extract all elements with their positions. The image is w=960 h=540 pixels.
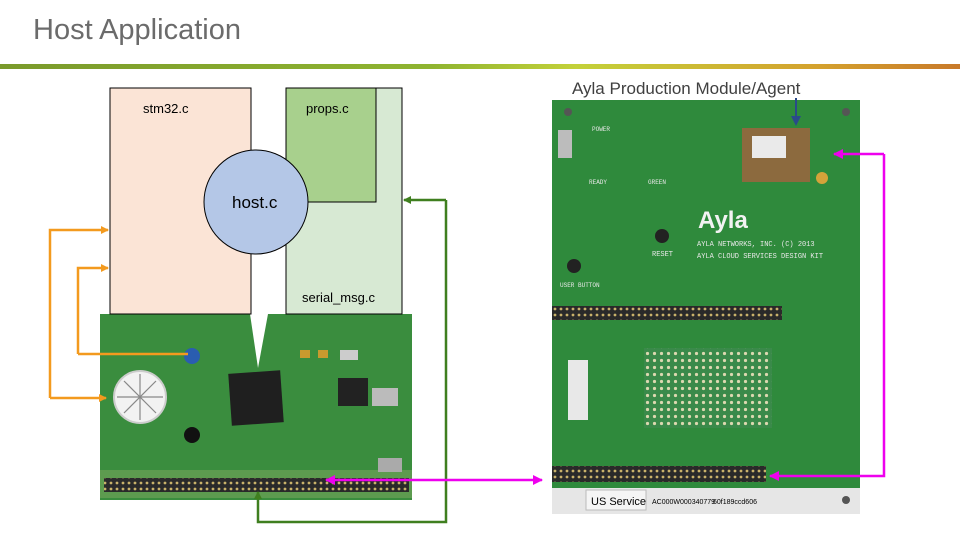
top-header (552, 306, 782, 320)
stlink-chip (338, 378, 368, 406)
magenta-arrow-to-header (769, 154, 886, 481)
props-label: props.c (306, 101, 349, 116)
board-logo: Ayla (698, 207, 748, 234)
orange-arrow-inner (76, 264, 109, 354)
host-label: host.c (232, 193, 278, 212)
mcu-chip (228, 370, 284, 426)
board-ready-label: READY (589, 179, 607, 186)
orange-arrow-outer-up (48, 226, 109, 398)
bottom-header (552, 466, 766, 482)
usb-user-connector (378, 458, 402, 472)
green-arrows (254, 196, 448, 524)
board-copyright: AYLA NETWORKS, INC. (C) 2013 (697, 241, 815, 249)
board-green-label: GREEN (648, 179, 666, 186)
green-arrow-to-pins (254, 200, 448, 524)
orange-arrows (48, 226, 188, 402)
crystal (340, 350, 358, 360)
sticker-us-service: US Service (591, 496, 646, 508)
stm32-discovery-board (100, 314, 412, 500)
board-reset-label: RESET (652, 251, 673, 259)
reset-button (184, 427, 200, 443)
slide-title: Host Application (33, 14, 241, 46)
module-pointer-head (791, 116, 801, 126)
usb-connector (372, 388, 398, 406)
board-user-button-label: USER BUTTON (560, 282, 600, 289)
user-button (184, 348, 200, 364)
sticker-serial: AC000W000340779 (652, 499, 715, 506)
board-kit-name: AYLA CLOUD SERVICES DESIGN KIT (697, 253, 823, 261)
title-divider (0, 64, 960, 69)
board-power-label: POWER (592, 126, 610, 133)
host-circle (203, 149, 309, 255)
sticker-mac: 60f189ccd606 (713, 499, 757, 506)
stm32-label: stm32.c (143, 101, 189, 116)
prototype-area (644, 348, 772, 428)
magenta-arrows (325, 149, 886, 485)
serial-msg-label: serial_msg.c (302, 290, 375, 305)
ayla-design-kit-board: US Service AC000W000340779 60f189ccd606 … (552, 100, 860, 514)
module-agent-label: Ayla Production Module/Agent (572, 79, 801, 98)
